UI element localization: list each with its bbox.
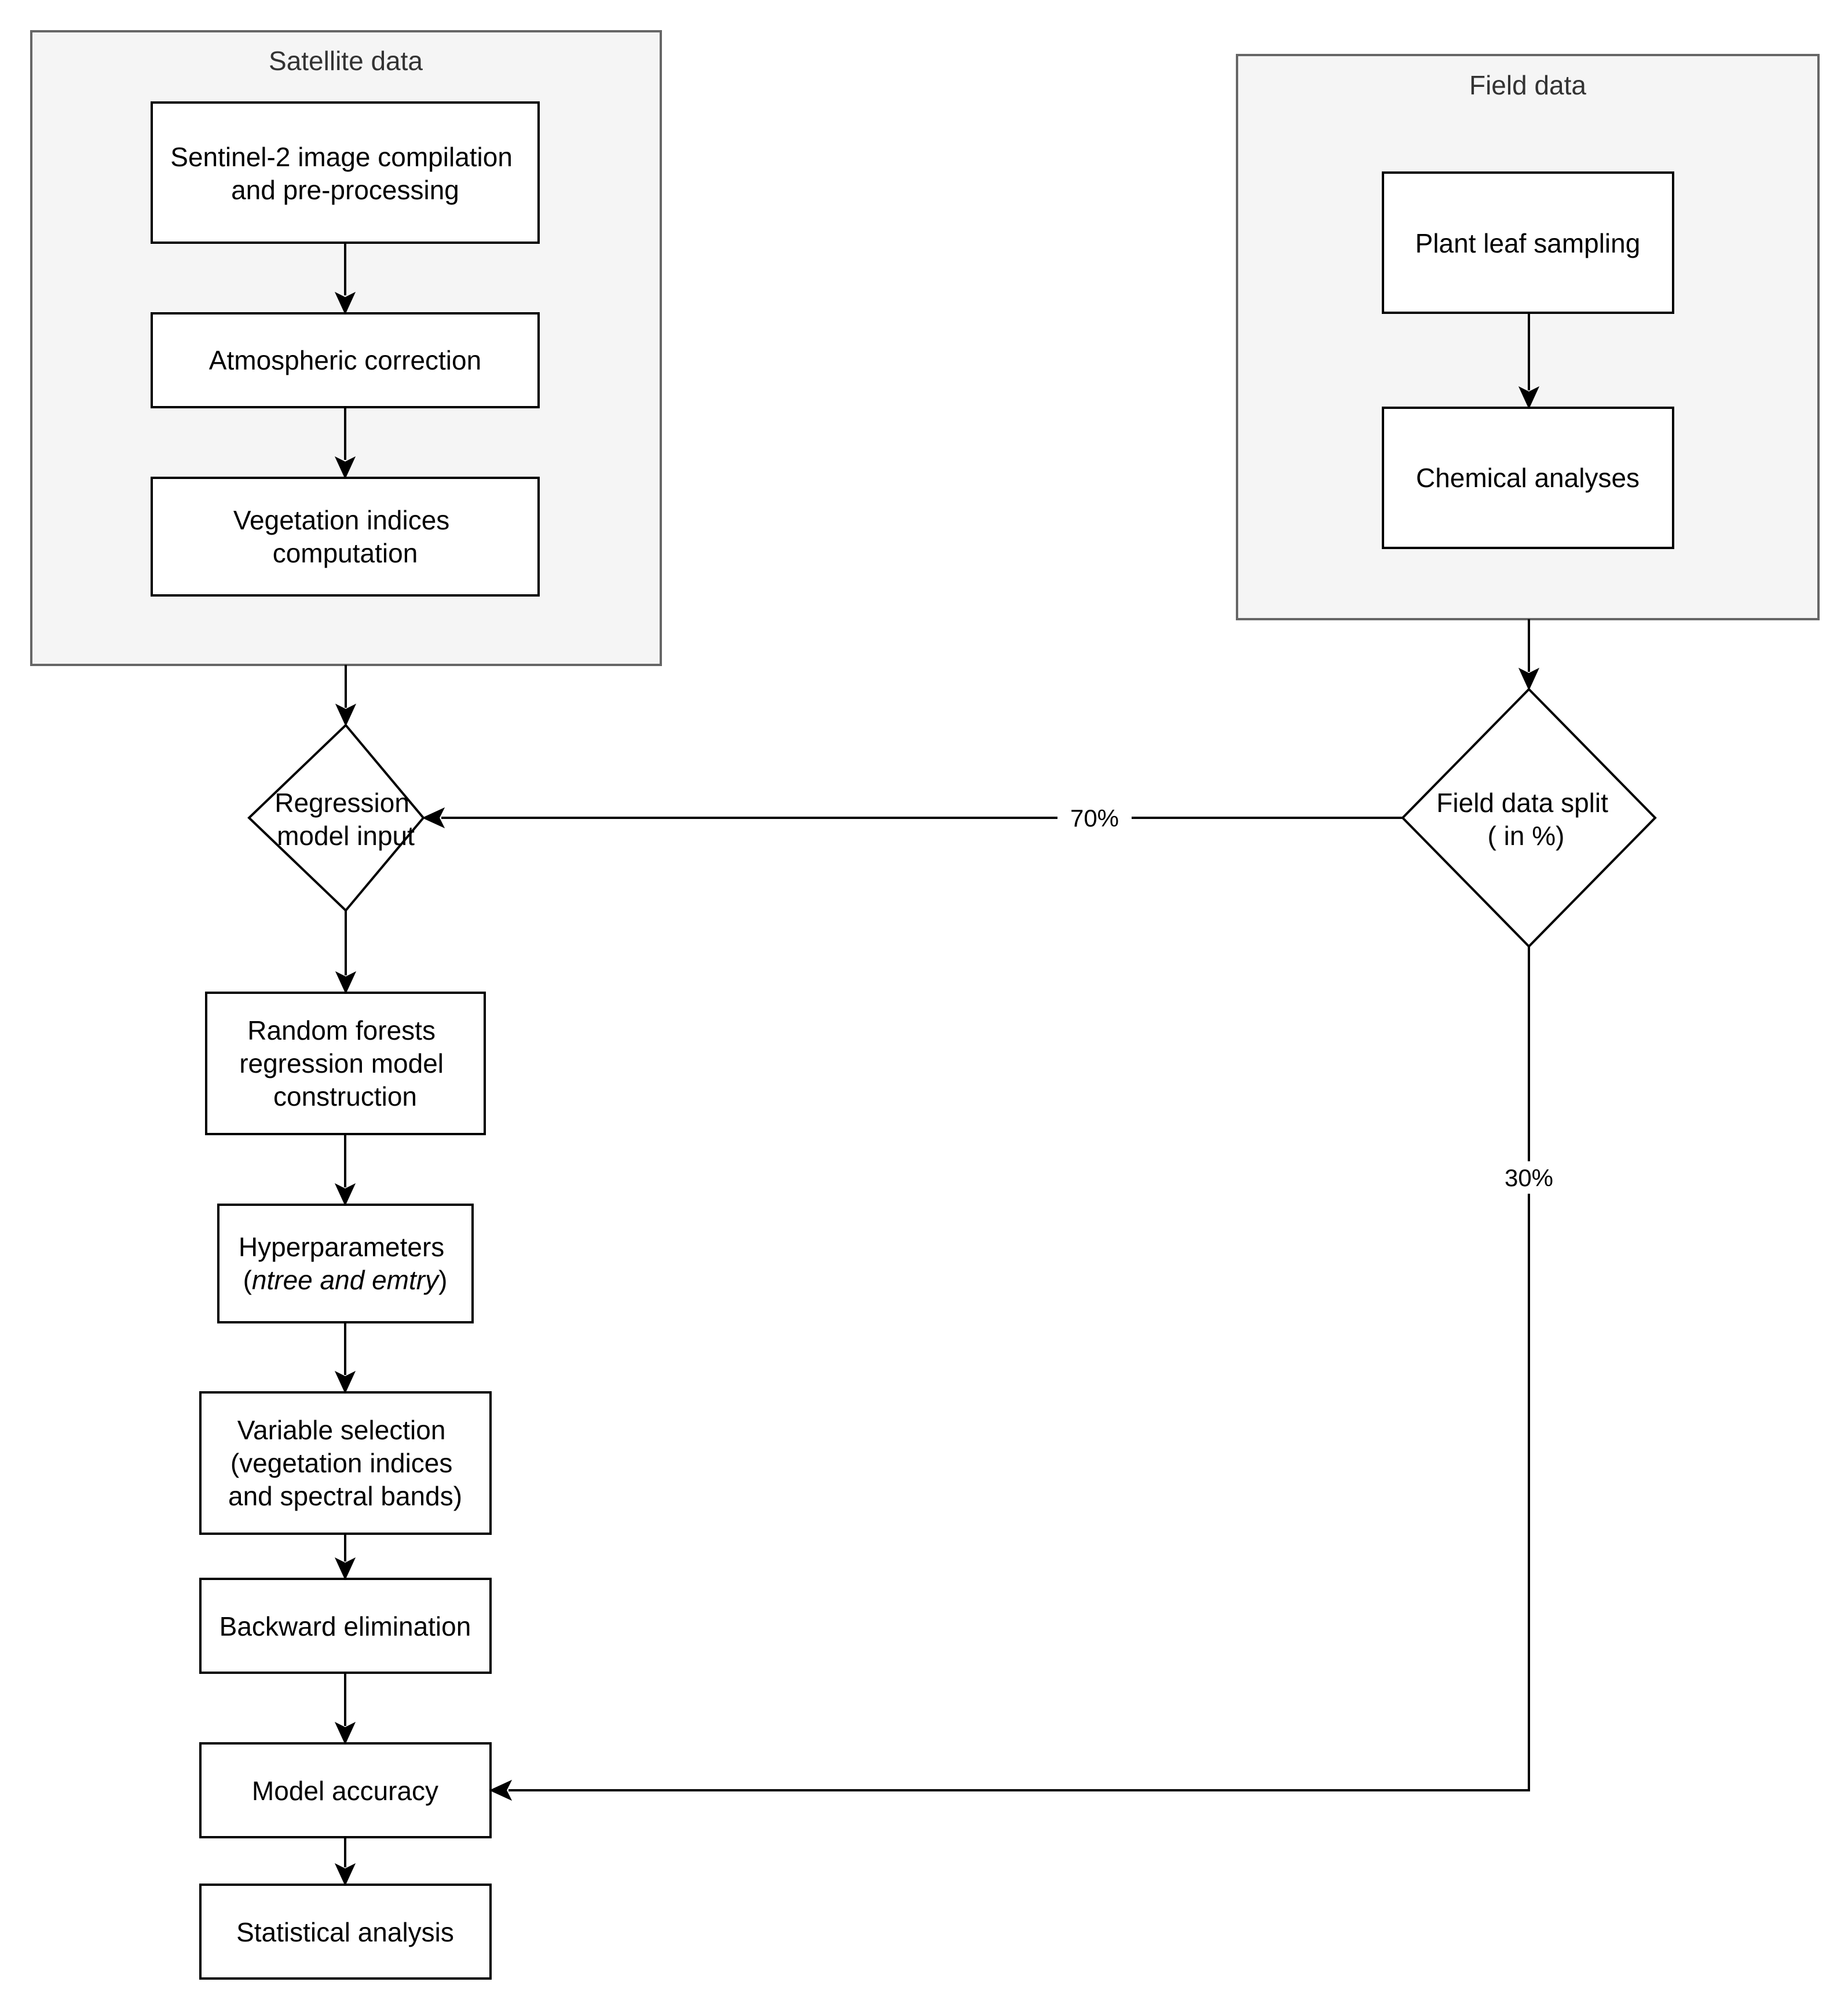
satellite-data-title: Satellite data (269, 46, 423, 76)
variable-selection-box (199, 1391, 492, 1535)
field-data-split-label: Field data split ( in %) (1436, 788, 1615, 851)
arrowhead-varsel (334, 1370, 356, 1394)
arrowhead-backward (334, 1557, 356, 1581)
atmospheric-correction-box (151, 312, 540, 408)
arrowhead-regression (335, 703, 357, 727)
regression-model-input-label: Regression model input (275, 788, 416, 851)
regression-model-input-diamond (247, 723, 425, 912)
arrowhead-split (1518, 667, 1540, 691)
arrowhead-vegidx (334, 456, 356, 480)
chemical-analyses-box (1382, 407, 1674, 549)
arrowhead-accuracy (334, 1721, 356, 1745)
plant-leaf-sampling-box (1382, 171, 1674, 314)
connectors (344, 243, 1530, 1867)
arrowhead-hyper (334, 1183, 356, 1206)
label-bg-30 (1492, 1161, 1566, 1194)
hyperparameters-box (217, 1204, 474, 1323)
arrowhead-rf (335, 971, 357, 994)
statistical-analysis-box (199, 1884, 492, 1980)
vegetation-indices-box (151, 477, 540, 597)
arrowhead-atmos (334, 291, 356, 315)
hyperparameters-label: Hyperparameters (ntree and emtry) (239, 1232, 452, 1295)
random-forests-box (205, 992, 486, 1135)
vegetation-indices-label: Vegetation indices computation (233, 505, 457, 568)
backward-elimination-label: Backward elimination (219, 1611, 471, 1641)
label-bg-70 (1057, 802, 1132, 834)
arrowhead-30 (489, 1779, 513, 1801)
arrowhead-stats (334, 1863, 356, 1886)
model-accuracy-box (199, 1742, 492, 1838)
plant-leaf-sampling-label: Plant leaf sampling (1415, 228, 1641, 258)
field-data-title: Field data (1469, 70, 1586, 100)
random-forests-label: Random forests regression model construc… (239, 1015, 451, 1111)
arrowhead-chem (1518, 386, 1540, 409)
statistical-analysis-label: Statistical analysis (236, 1917, 454, 1947)
edge-label-70: 70% (1070, 804, 1119, 832)
variable-selection-label: Variable selection (vegetation indices a… (228, 1415, 462, 1511)
arrowhead-70 (422, 807, 445, 829)
chemical-analyses-label: Chemical analyses (1416, 463, 1640, 493)
sentinel-compilation-label: Sentinel-2 image compilation and pre-pro… (170, 142, 519, 205)
sentinel-compilation-box (151, 101, 540, 244)
model-accuracy-label: Model accuracy (252, 1776, 438, 1806)
atmospheric-correction-label: Atmospheric correction (209, 345, 481, 375)
edge-split-to-accuracy (508, 946, 1530, 1791)
field-data-split-diamond (1401, 687, 1657, 948)
arrowheads (334, 291, 1540, 1886)
edge-label-30: 30% (1505, 1164, 1553, 1191)
